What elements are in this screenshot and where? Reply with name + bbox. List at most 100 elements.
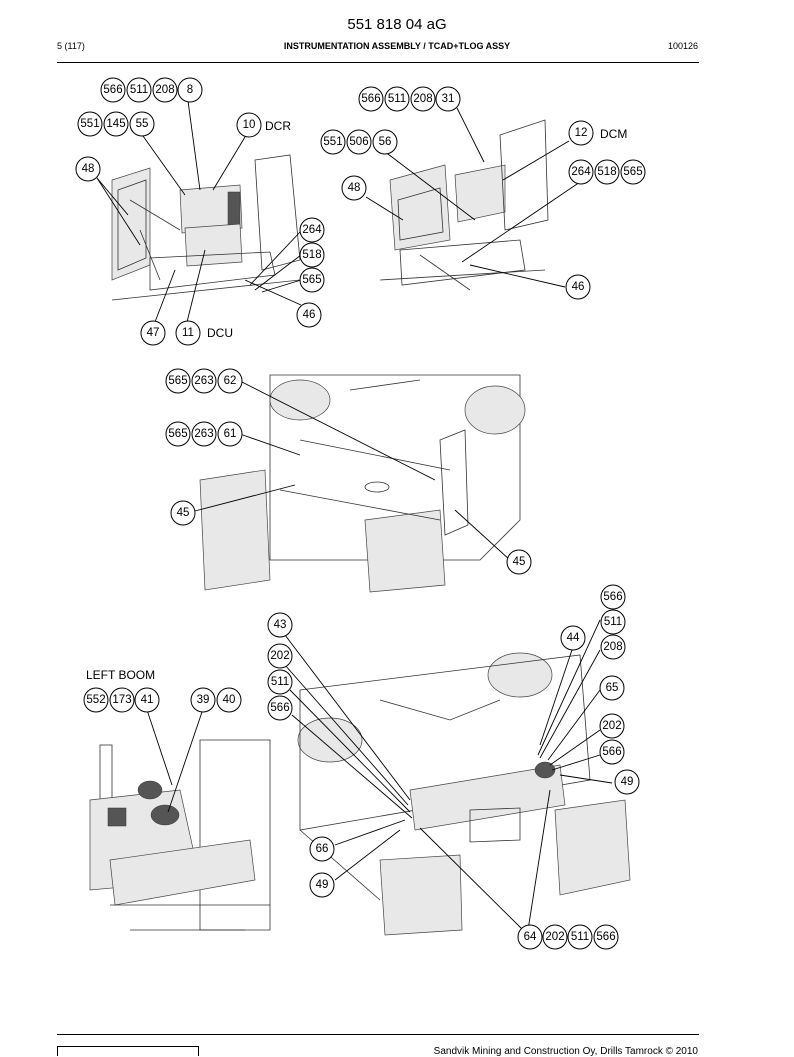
callout-264: 264 [299, 217, 325, 243]
svg-text:55: 55 [136, 118, 149, 130]
svg-text:10: 10 [243, 119, 256, 131]
callout-511: 511 [126, 77, 152, 103]
svg-text:263: 263 [194, 428, 213, 440]
svg-text:566: 566 [602, 746, 621, 758]
svg-text:518: 518 [302, 249, 321, 261]
svg-text:511: 511 [604, 616, 622, 628]
svg-text:208: 208 [603, 641, 622, 653]
callout-64: 64 [517, 924, 543, 950]
callout-511: 511 [567, 924, 593, 950]
svg-text:43: 43 [274, 619, 287, 631]
svg-text:48: 48 [82, 163, 95, 175]
svg-text:263: 263 [194, 375, 213, 387]
svg-text:39: 39 [197, 694, 210, 706]
svg-text:551: 551 [80, 118, 99, 130]
svg-text:173: 173 [112, 694, 131, 706]
callout-202: 202 [599, 713, 625, 739]
callout-39: 39 [190, 687, 216, 713]
svg-text:61: 61 [224, 428, 237, 440]
svg-text:506: 506 [349, 136, 368, 148]
svg-text:12: 12 [575, 127, 588, 139]
callout-566: 566 [600, 584, 626, 610]
drawing-view-center [199, 374, 526, 593]
callout-565: 565 [165, 368, 191, 394]
callout-202: 202 [542, 924, 568, 950]
footer-copyright: Sandvik Mining and Construction Oy, Dril… [433, 1046, 698, 1057]
leader-lines [96, 100, 613, 931]
callout-565: 565 [299, 267, 325, 293]
svg-text:518: 518 [597, 166, 616, 178]
callout-566: 566 [599, 739, 625, 765]
label-dcm: DCM [600, 127, 627, 141]
svg-text:202: 202 [270, 650, 289, 662]
drawing-view-left-boom [89, 739, 271, 931]
sandvik-logo [57, 1046, 199, 1056]
svg-text:511: 511 [130, 84, 148, 96]
header-rule [57, 62, 699, 63]
svg-text:8: 8 [187, 84, 193, 96]
svg-text:565: 565 [168, 375, 187, 387]
callout-62: 62 [217, 368, 243, 394]
callout-511: 511 [600, 609, 626, 635]
footer-rule [57, 1034, 699, 1035]
callout-208: 208 [152, 77, 178, 103]
callout-506: 506 [346, 129, 372, 155]
svg-text:202: 202 [602, 720, 621, 732]
callout-551: 551 [320, 129, 346, 155]
page-title: INSTRUMENTATION ASSEMBLY / TCAD+TLOG ASS… [283, 41, 511, 51]
svg-text:551: 551 [323, 136, 342, 148]
callout-49: 49 [309, 872, 335, 898]
callout-10: 10 [236, 112, 262, 138]
callout-46: 46 [296, 302, 322, 328]
callout-263: 263 [191, 421, 217, 447]
callout-47: 47 [140, 320, 166, 346]
callout-264: 264 [568, 159, 594, 185]
svg-text:566: 566 [270, 702, 289, 714]
svg-text:49: 49 [621, 776, 634, 788]
label-left-boom: LEFT BOOM [86, 668, 155, 682]
callout-61: 61 [217, 421, 243, 447]
callout-65: 65 [599, 675, 625, 701]
svg-text:145: 145 [106, 118, 125, 130]
svg-text:208: 208 [413, 93, 432, 105]
drawing-view-right [297, 652, 631, 936]
svg-text:45: 45 [177, 507, 190, 519]
svg-text:511: 511 [571, 931, 589, 943]
svg-text:31: 31 [442, 93, 455, 105]
callout-551: 551 [77, 111, 103, 137]
callout-43: 43 [267, 612, 293, 638]
drawing-view-dcm [379, 119, 549, 291]
callout-44: 44 [560, 625, 586, 651]
svg-text:44: 44 [567, 632, 580, 644]
svg-text:566: 566 [603, 591, 622, 603]
callout-12: 12 [568, 120, 594, 146]
svg-text:47: 47 [147, 327, 160, 339]
document-number: 551 818 04 aG [347, 16, 447, 33]
callout-group-view1: 566 511 208 8 551 145 55 10 48 264 518 5… [75, 77, 325, 346]
svg-text:41: 41 [141, 694, 154, 706]
callout-group-view2: 566 511 208 31 551 506 56 12 48 264 518 … [320, 86, 646, 300]
callout-173: 173 [109, 687, 135, 713]
callout-566: 566 [593, 924, 619, 950]
label-dcr: DCR [265, 119, 291, 133]
callout-511: 511 [384, 86, 410, 112]
callout-263: 263 [191, 368, 217, 394]
svg-text:264: 264 [571, 166, 591, 178]
page-number: 5 (117) [57, 41, 85, 51]
callout-45: 45 [506, 549, 532, 575]
label-dcu: DCU [207, 326, 233, 340]
callout-565: 565 [165, 421, 191, 447]
callout-45: 45 [170, 500, 196, 526]
svg-text:565: 565 [302, 274, 321, 286]
svg-text:511: 511 [271, 676, 289, 688]
date-code: 100126 [667, 41, 698, 51]
svg-text:264: 264 [302, 224, 322, 236]
svg-text:66: 66 [316, 843, 329, 855]
callout-55: 55 [129, 111, 155, 137]
callout-group-view4: 552 173 41 39 40 [83, 687, 242, 713]
svg-text:202: 202 [545, 931, 564, 943]
callout-40: 40 [216, 687, 242, 713]
callout-202: 202 [267, 643, 293, 669]
svg-text:45: 45 [513, 556, 526, 568]
